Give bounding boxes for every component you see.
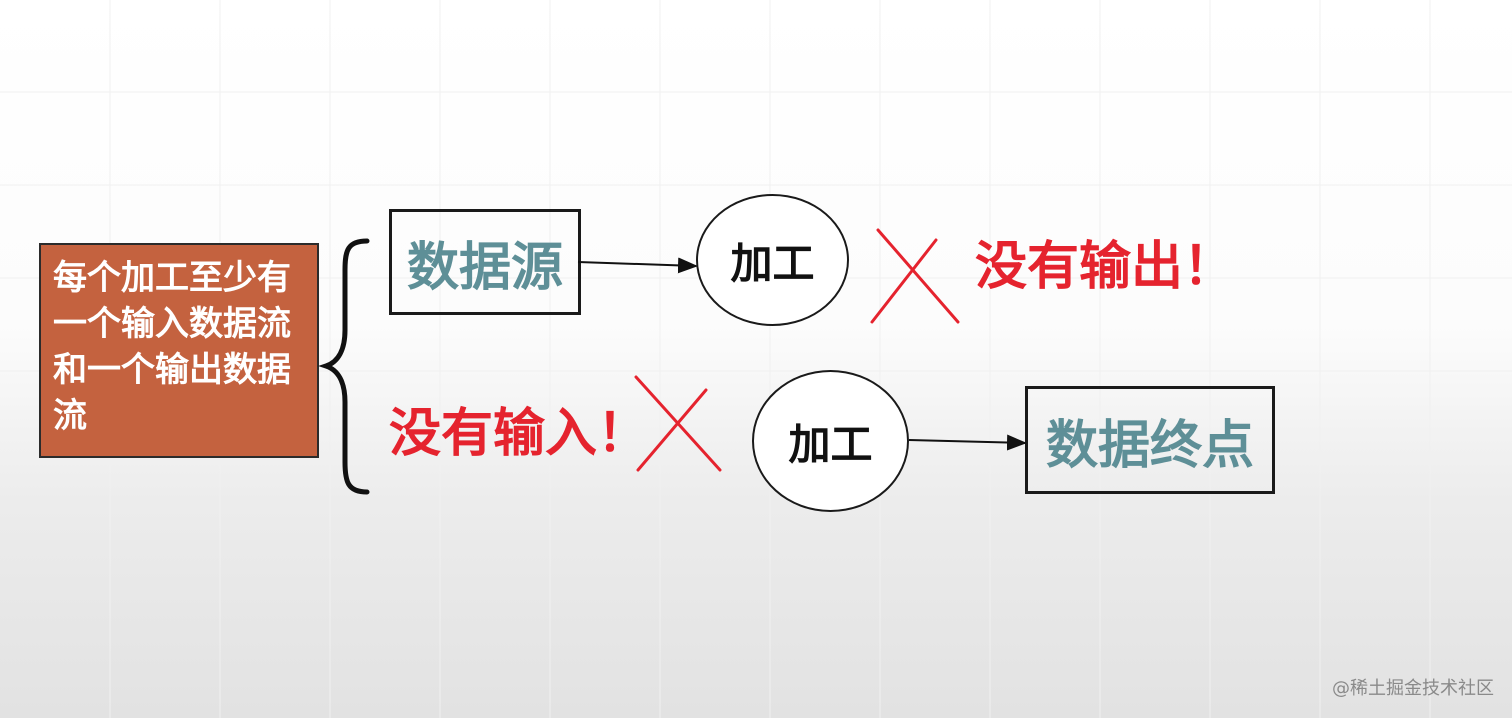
warning-no-output: 没有输出！ <box>975 237 1236 297</box>
data-sink-box: 数据终点 <box>1025 386 1275 494</box>
data-sink-label: 数据终点 <box>1045 415 1254 476</box>
data-source-box: 数据源 <box>389 209 581 315</box>
process-label-bottom: 加工 <box>788 419 873 469</box>
rule-box: 每个加工至少有一个输入数据流和一个输出数据流 <box>39 243 319 458</box>
data-source-label: 数据源 <box>406 237 563 298</box>
rule-text: 每个加工至少有一个输入数据流和一个输出数据流 <box>53 258 291 436</box>
watermark: @稀土掘金技术社区 <box>1332 678 1494 699</box>
process-circle-bottom: 加工 <box>752 370 909 512</box>
process-circle-top: 加工 <box>696 194 849 326</box>
process-label-top: 加工 <box>730 238 815 288</box>
warning-no-input: 没有输入！ <box>389 404 650 464</box>
